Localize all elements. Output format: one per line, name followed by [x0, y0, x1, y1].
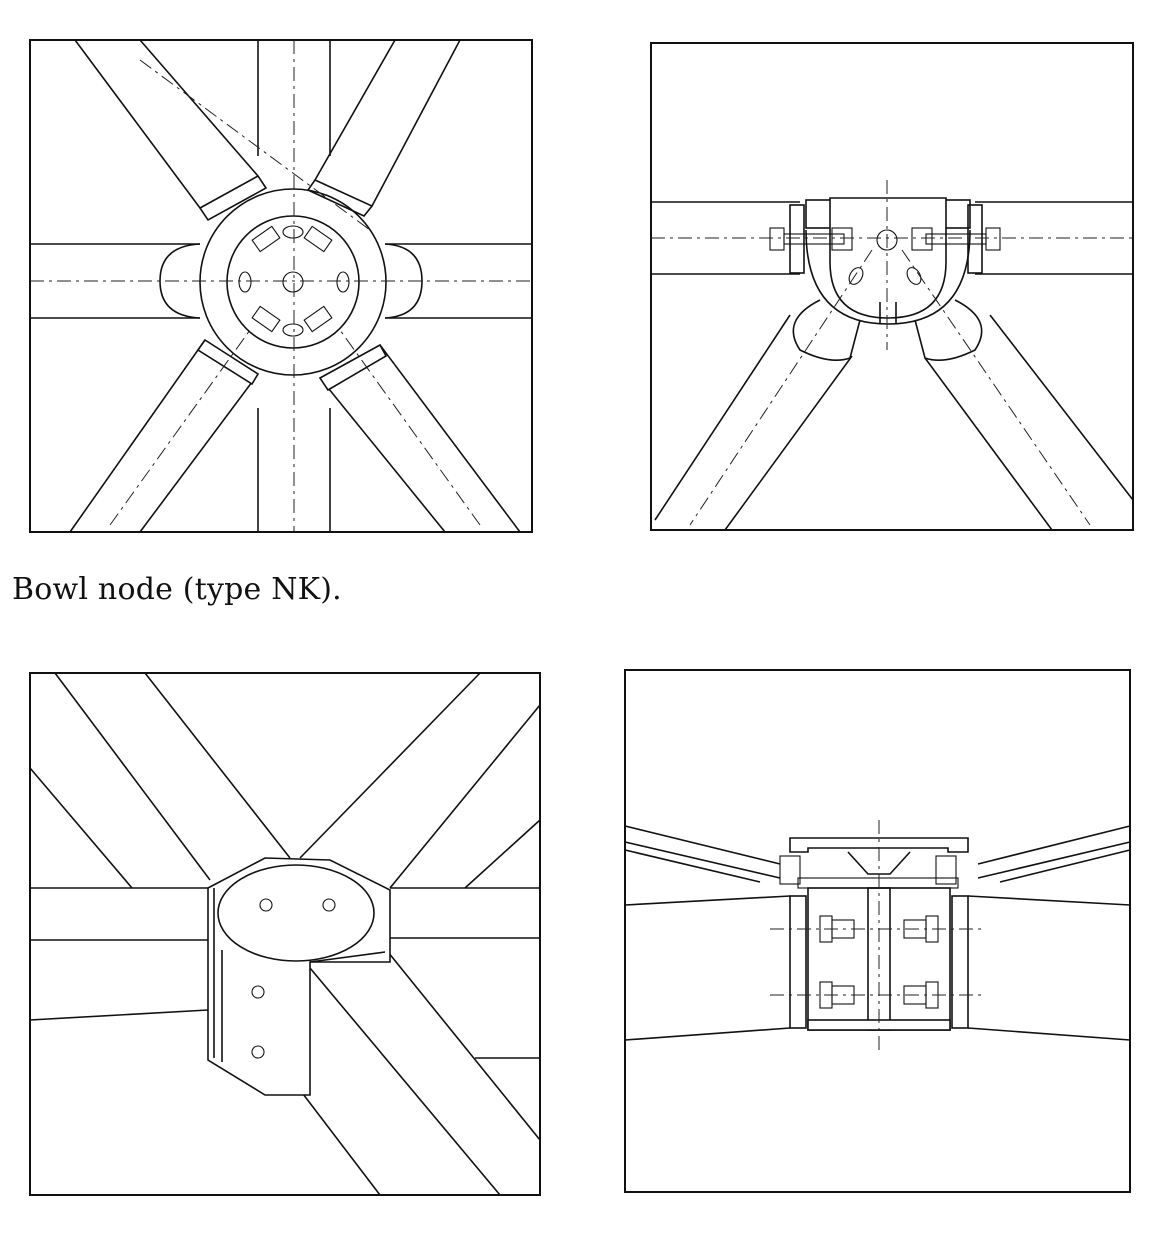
plan-bowl-node [199, 188, 387, 376]
figure-caption: Bowl node (type NK). [12, 572, 342, 607]
section-bowl [805, 197, 971, 325]
section-detail-frame [624, 669, 1131, 1193]
section-detail-lower-tubes [624, 895, 1131, 1041]
section-detail-top-plate [779, 837, 969, 889]
section-view-panel [650, 42, 1134, 531]
section-bolts [769, 227, 1001, 251]
perspective-view-frame [29, 672, 541, 1196]
plan-vertical-tubes [257, 40, 331, 532]
section-detail-centerlines [770, 820, 985, 1050]
perspective-view-panel [29, 672, 541, 1196]
section-horizontal-tubes [651, 201, 1133, 275]
perspective-tubes [29, 672, 541, 1196]
section-detail-upper-tubes [624, 825, 1131, 883]
section-view-frame [650, 42, 1134, 531]
section-centerlines [651, 180, 1133, 526]
plan-bolt-heads [251, 225, 333, 333]
perspective-node [207, 857, 391, 1096]
plan-view-panel [29, 39, 533, 533]
section-detail-panel [624, 669, 1131, 1193]
plan-view-frame [29, 39, 533, 533]
plan-centerlines [30, 40, 532, 532]
section-diagonal-tubes [654, 299, 1134, 531]
plan-diagonal-tubes [69, 39, 521, 533]
